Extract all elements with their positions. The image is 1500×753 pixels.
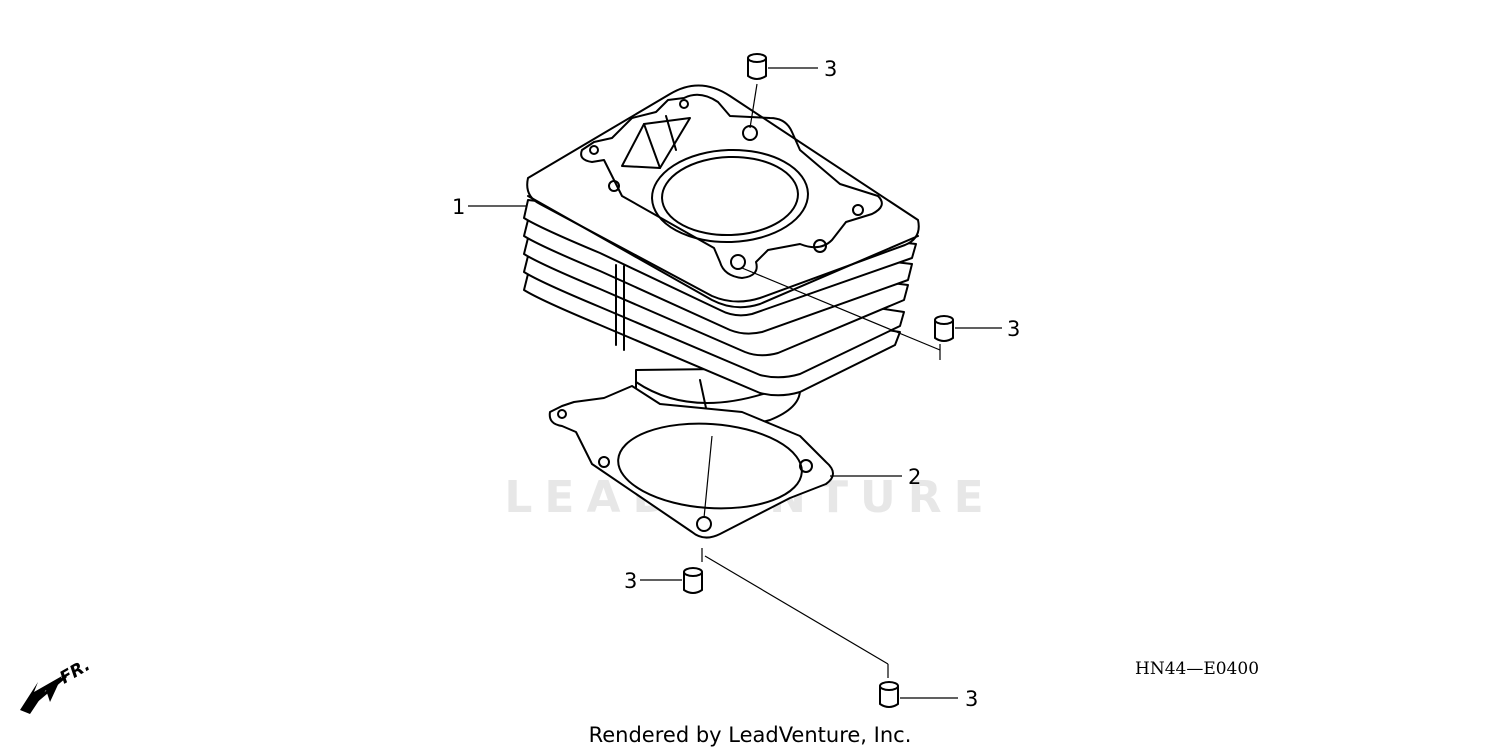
dowel-pin-top[interactable] <box>747 53 767 80</box>
callout-3-dowel-right[interactable]: 3 <box>1007 317 1020 341</box>
callout-1-cylinder[interactable]: 1 <box>452 195 465 219</box>
arrow-down-left-icon <box>20 674 67 714</box>
callout-2-gasket[interactable]: 2 <box>908 465 921 489</box>
front-label: FR. <box>57 655 94 688</box>
callout-leaders <box>468 67 1002 699</box>
front-direction-marker: FR. <box>20 655 94 714</box>
cylinder-base-gasket[interactable] <box>548 385 834 539</box>
dowel-pin-bottom[interactable] <box>879 681 899 708</box>
callout-3-dowel-bottom[interactable]: 3 <box>965 687 978 711</box>
alignment-lines <box>701 83 941 678</box>
callout-3-dowel-top[interactable]: 3 <box>824 57 837 81</box>
callout-3-dowel-lower-left[interactable]: 3 <box>624 569 637 593</box>
diagram-code: HN44—E0400 <box>1135 659 1259 679</box>
render-credit: Rendered by LeadVenture, Inc. <box>589 723 912 747</box>
cylinder[interactable] <box>523 84 920 428</box>
head-surface <box>580 93 883 279</box>
dowel-pin-right[interactable] <box>934 315 954 342</box>
dowel-pin-lower-left[interactable] <box>683 567 703 594</box>
